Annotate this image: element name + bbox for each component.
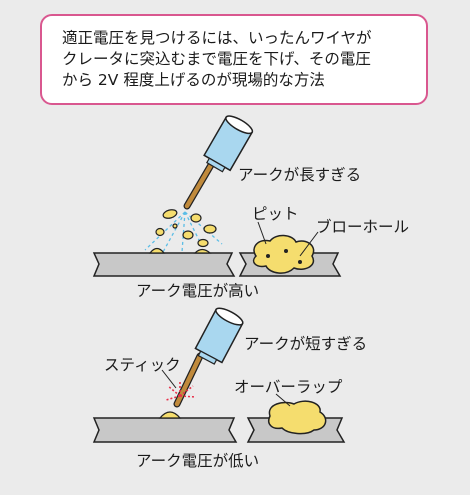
top-wire [184, 162, 214, 209]
pit-pointer [257, 221, 267, 245]
top-torch [183, 115, 254, 210]
advice-note-line-1: 適正電圧を見つけるには、いったんワイヤが [62, 29, 372, 47]
top-weld-blowhole [252, 234, 315, 274]
pit-mark [284, 249, 288, 253]
stick-label: スティック [104, 356, 181, 374]
blowhole-label: ブローホール [316, 218, 410, 236]
overlap-label: オーバーラップ [234, 378, 343, 396]
pit-label: ピット [252, 205, 299, 223]
stick-weld-bead [158, 411, 182, 419]
advice-note-line-2: クレータに突込むまで電圧を下げ、その電圧 [62, 50, 371, 68]
stick-pointer [161, 369, 177, 389]
overlap-pointer [275, 393, 291, 407]
advice-note-box: 適正電圧を見つけるには、いったんワイヤが クレータに突込むまで電圧を下げ、その電… [40, 14, 428, 105]
bottom-caption: アーク電圧が低い [136, 452, 260, 470]
pit-mark [298, 260, 302, 264]
top-caption: アーク電圧が高い [136, 282, 260, 300]
stick-spark-icon [165, 380, 197, 401]
top-torch-label: アークが長すぎる [238, 166, 362, 184]
advice-note-line-3: から 2V 程度上げるのが現場的な方法 [62, 71, 325, 89]
overlap-weld [268, 400, 327, 435]
bottom-torch-label: アークが短すぎる [244, 335, 368, 353]
pit-mark [266, 254, 270, 258]
top-left-plate [92, 252, 236, 277]
bottom-left-plate [92, 417, 238, 443]
blowhole-pointer [299, 231, 319, 257]
top-spatter-droplets [155, 209, 217, 248]
